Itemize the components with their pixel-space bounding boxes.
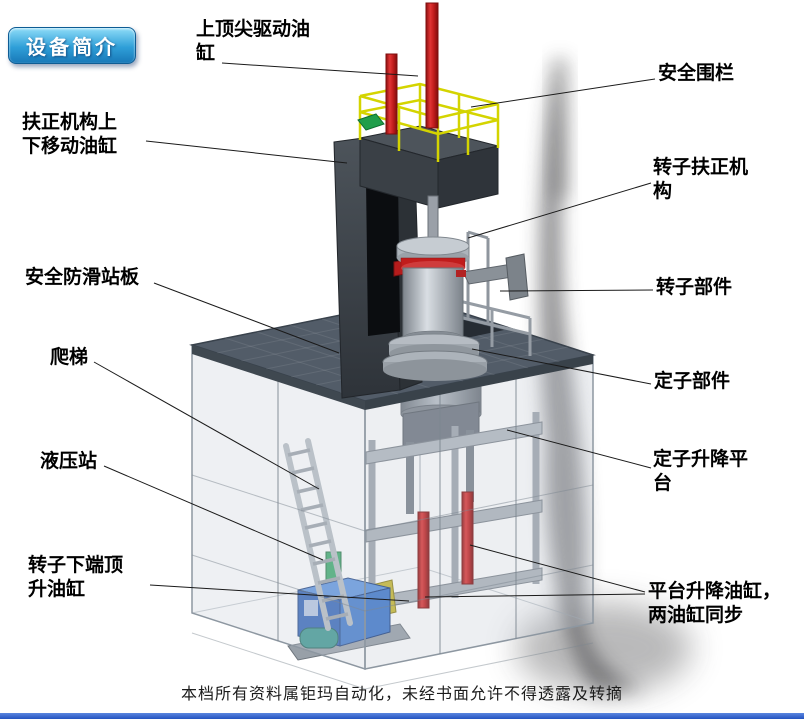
platform-lift-cylinder-rods — [417, 491, 474, 609]
cage-front-walls — [191, 343, 594, 690]
fence-access-plate — [357, 113, 385, 131]
label-antislip-platform: 安全防滑站板 — [25, 267, 140, 288]
label-stator-lift-platform: 定子升降平 台 — [653, 449, 749, 494]
leader-centering-cylinder — [145, 140, 348, 164]
leader-stator-lift-platform — [506, 429, 652, 469]
bottom-border — [0, 713, 804, 719]
label-top-drive-cylinder: 上顶尖驱动油 缸 — [196, 19, 311, 64]
leader-rotor-centering — [467, 182, 652, 239]
label-rotor-centering-mechanism: 转子扶正机 构 — [653, 157, 749, 202]
leader-stator-part — [471, 348, 652, 385]
rotor-centering-arm-3d — [456, 253, 529, 301]
rotor-assembly-3d — [382, 195, 488, 381]
leader-top-drive-cylinder — [221, 62, 419, 77]
leader-lines — [93, 62, 656, 602]
label-platform-lift-cylinders: 平台升降油缸， 两油缸同步 — [648, 581, 782, 626]
leader-safety-fence — [470, 78, 656, 108]
ladder-3d — [283, 438, 353, 631]
label-ladder: 爬梯 — [50, 347, 89, 368]
leader-antislip-platform — [153, 282, 340, 354]
label-stator-part: 定子部件 — [654, 371, 731, 392]
leader-rotor-jack-cylinder — [149, 584, 410, 602]
label-rotor-bottom-jack-cylinder: 转子下端顶 升油缸 — [28, 555, 124, 600]
background-shadow — [516, 58, 692, 694]
lift-platform-frame — [365, 412, 543, 612]
label-hydraulic-station: 液压站 — [40, 451, 98, 472]
leader-hydraulic-station — [103, 465, 324, 561]
press-column-3d — [333, 125, 499, 399]
label-rotor-part: 转子部件 — [656, 277, 733, 298]
watermark-text: 本档所有资料属钜玛自动化，未经书面允许不得透露及转摘 — [180, 686, 623, 703]
label-centering-updown-cylinder: 扶正机构上 下移动油缸 — [22, 112, 118, 157]
title-badge: 设备简介 — [8, 27, 136, 64]
leader-platform-cylinder-b — [469, 544, 646, 593]
top-drive-cylinder-rods — [385, 2, 439, 135]
leader-rotor-part — [499, 289, 654, 292]
leader-platform-cylinder-a — [424, 593, 646, 598]
label-safety-fence: 安全围栏 — [658, 63, 735, 84]
leader-ladder — [93, 361, 320, 490]
